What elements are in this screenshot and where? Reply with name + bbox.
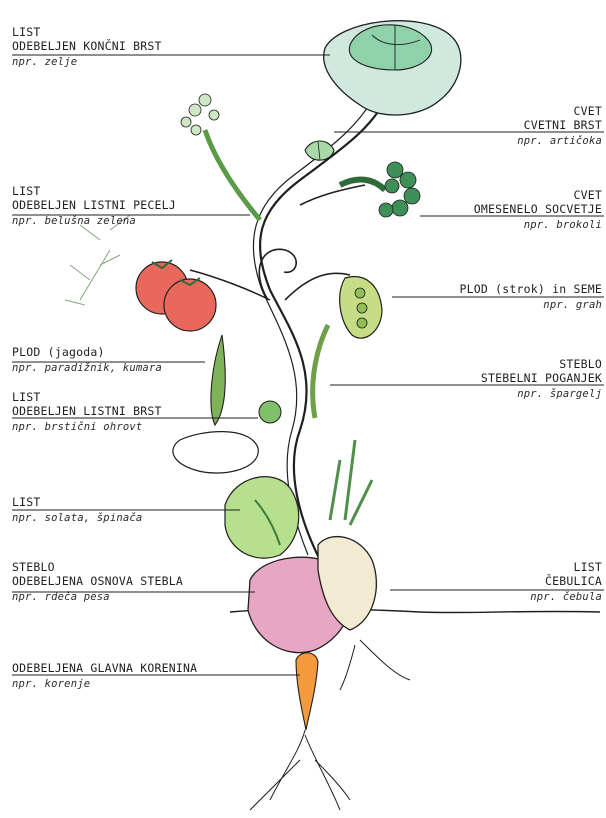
label-zelje: LIST ODEBELJEN KONČNI BRST npr. zelje [12, 25, 162, 69]
label-paradiznik-line1: PLOD (jagoda) [12, 345, 162, 359]
label-spargelj-line2: STEBELNI POGANJEK [481, 371, 602, 385]
label-pesa-line2: ODEBELJENA OSNOVA STEBLA [12, 574, 183, 588]
label-ohrovt-line1: LIST [12, 390, 162, 404]
label-paradiznik: PLOD (jagoda) npr. paradižnik, kumara [12, 345, 162, 375]
celery-stalk [205, 130, 260, 220]
label-grah-example: npr. grah [460, 298, 602, 312]
label-zelje-line1: LIST [12, 25, 162, 39]
label-brokoli: CVET OMESENELO SOCVETJE npr. brokoli [474, 188, 602, 232]
label-pesa-line1: STEBLO [12, 560, 183, 574]
cucumber-icon [211, 335, 225, 425]
label-cebula-example: npr. čebula [530, 590, 602, 604]
label-solata-line1: LIST [12, 495, 142, 509]
label-ohrovt-line2: ODEBELJEN LISTNI BRST [12, 404, 162, 418]
lettuce-icon [225, 477, 299, 558]
curled-leaf [173, 432, 258, 473]
label-cebula-line1: LIST [530, 560, 602, 574]
label-korenje-example: npr. korenje [12, 677, 197, 691]
label-belusna-example: npr. belušna zelena [12, 214, 176, 228]
label-belusna: LIST ODEBELJEN LISTNI PECELJ npr. belušn… [12, 184, 176, 228]
label-brokoli-line1: CVET [474, 188, 602, 202]
broccoli-branch [300, 185, 365, 205]
label-belusna-line2: ODEBELJEN LISTNI PECELJ [12, 198, 176, 212]
label-brokoli-line2: OMESENELO SOCVETJE [474, 202, 602, 216]
label-zelje-example: npr. zelje [12, 55, 162, 69]
onion-leaves [330, 440, 372, 525]
carrot-icon [296, 653, 318, 730]
label-articoka-line1: CVET [517, 104, 602, 118]
label-brokoli-example: npr. brokoli [474, 218, 602, 232]
broccoli-icon [340, 162, 420, 217]
label-grah-line1: PLOD (strok) in SEME [460, 282, 602, 296]
label-zelje-line2: ODEBELJEN KONČNI BRST [12, 39, 162, 53]
cabbage-icon [324, 21, 461, 115]
label-grah: PLOD (strok) in SEME npr. grah [460, 282, 602, 312]
label-articoka: CVET CVETNI BRST npr. artičoka [517, 104, 602, 148]
label-ohrovt-example: npr. brstični ohrovt [12, 420, 162, 434]
artichoke-icon [305, 141, 334, 160]
label-ohrovt: LIST ODEBELJEN LISTNI BRST npr. brstični… [12, 390, 162, 434]
label-spargelj-line1: STEBLO [481, 357, 602, 371]
label-pesa: STEBLO ODEBELJENA OSNOVA STEBLA npr. rde… [12, 560, 183, 604]
label-cebula: LIST ČEBULICA npr. čebula [530, 560, 602, 604]
label-belusna-line1: LIST [12, 184, 176, 198]
tomato-icon [136, 260, 216, 331]
label-cebula-line2: ČEBULICA [530, 574, 602, 588]
label-spargelj: STEBLO STEBELNI POGANJEK npr. špargelj [481, 357, 602, 401]
label-paradiznik-example: npr. paradižnik, kumara [12, 361, 162, 375]
brussels-sprout-icon [259, 401, 281, 423]
label-solata-example: npr. solata, špinača [12, 511, 142, 525]
label-solata: LIST npr. solata, špinača [12, 495, 142, 525]
label-pesa-example: npr. rdeča pesa [12, 590, 183, 604]
label-articoka-example: npr. artičoka [517, 134, 602, 148]
asparagus-icon [313, 325, 328, 418]
label-spargelj-example: npr. špargelj [481, 387, 602, 401]
carrot-tops [65, 215, 130, 305]
celery-leaves [181, 94, 219, 135]
pea-pod-icon [340, 277, 382, 339]
label-korenje: ODEBELJENA GLAVNA KORENINA npr. korenje [12, 661, 197, 691]
label-articoka-line2: CVETNI BRST [517, 118, 602, 132]
label-korenje-line1: ODEBELJENA GLAVNA KORENINA [12, 661, 197, 675]
roots [250, 640, 410, 810]
